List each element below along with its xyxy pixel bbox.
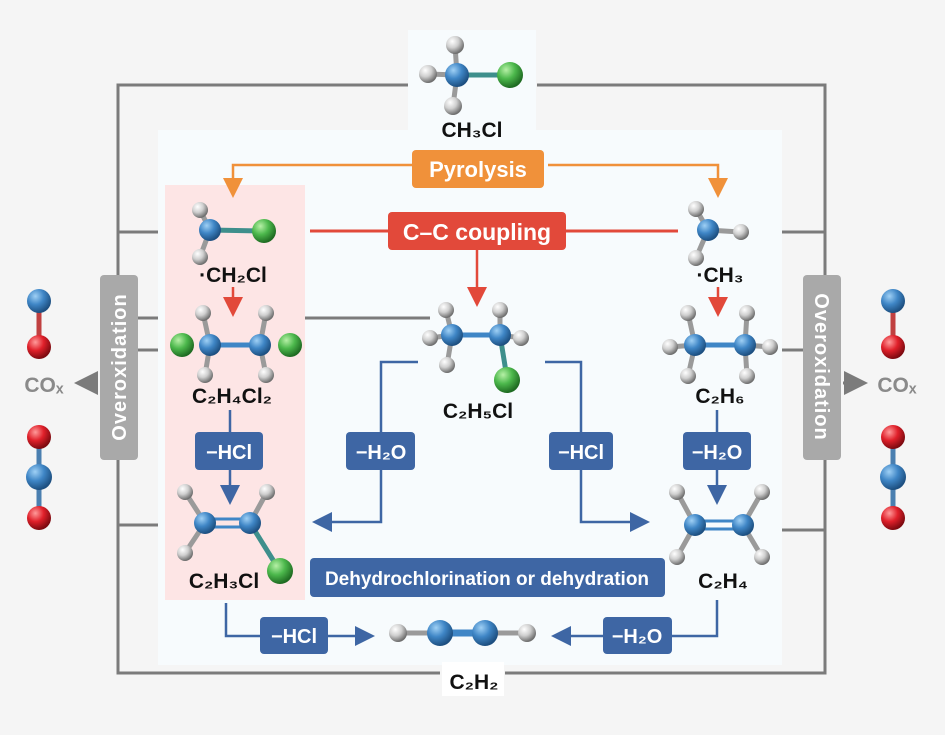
c2h2-molecule <box>389 620 536 646</box>
pyrolysis-arrows <box>223 163 728 198</box>
co2-molecule-left <box>26 425 52 530</box>
c2h4-label: C₂H₄ <box>698 570 748 593</box>
co2-molecule-right <box>880 425 906 530</box>
overoxidation-right-box <box>803 275 841 460</box>
c2h4-h2o-box <box>603 617 672 654</box>
c2h2-label: C₂H₂ <box>450 671 499 694</box>
c2h5cl-h2o-label: −H₂O <box>356 442 407 464</box>
c2h6-h2o-label: −H₂O <box>692 442 743 464</box>
c2h5cl-hcl-label: −HCl <box>558 442 604 464</box>
ch2cl-molecule <box>192 202 276 265</box>
c2h3cl-hcl-box <box>260 617 328 654</box>
ch3cl-molecule <box>419 36 523 115</box>
cox-right-label: COₓ <box>877 374 917 397</box>
pyrolysis-box <box>412 150 544 188</box>
c2h4cl2-hcl-box <box>195 432 263 470</box>
dehydro-label: Dehydrochlorination or dehydration <box>325 569 649 590</box>
c2h4cl2-molecule <box>170 305 302 383</box>
c2h4cl2-hcl-label: −HCl <box>206 442 252 464</box>
pyrolysis-label: Pyrolysis <box>429 157 527 182</box>
c2h3cl-molecule <box>177 484 293 584</box>
ch3cl-label: CH₃Cl <box>441 119 502 142</box>
c2h4cl2-label: C₂H₄Cl₂ <box>192 385 272 408</box>
c2h3cl-hcl-label: −HCl <box>271 626 317 648</box>
c2h5cl-label: C₂H₅Cl <box>443 400 513 423</box>
coupling-arrows <box>223 229 728 317</box>
c2h4-molecule <box>669 484 770 565</box>
ch3-molecule <box>688 201 749 266</box>
c2h2-label-bg <box>442 662 504 696</box>
overoxidation-left-box <box>100 275 138 460</box>
c2h5cl-hcl-box <box>549 432 613 470</box>
coupling-label: C–C coupling <box>403 219 551 245</box>
dehydro-box <box>310 558 665 597</box>
c2h5cl-h2o-box <box>346 432 415 470</box>
c2h6-molecule <box>662 305 778 384</box>
overoxidation-left-label: Overoxidation <box>109 293 131 440</box>
ch2cl-label: ·CH₂Cl <box>199 264 267 287</box>
ch3-label: ·CH₃ <box>696 264 743 287</box>
cox-left-label: COₓ <box>24 374 64 397</box>
c2h4-h2o-label: −H₂O <box>612 626 663 648</box>
c2h6-label: C₂H₆ <box>695 385 744 408</box>
c2h3cl-label: C₂H₃Cl <box>189 570 259 593</box>
co-molecule-left <box>27 289 51 359</box>
c2h6-h2o-box <box>683 432 751 470</box>
chlorinated-panel <box>165 185 305 600</box>
coupling-box <box>388 212 566 250</box>
c2h5cl-molecule <box>422 302 529 393</box>
overoxidation-right-label: Overoxidation <box>810 293 832 440</box>
co-molecule-right <box>881 289 905 359</box>
